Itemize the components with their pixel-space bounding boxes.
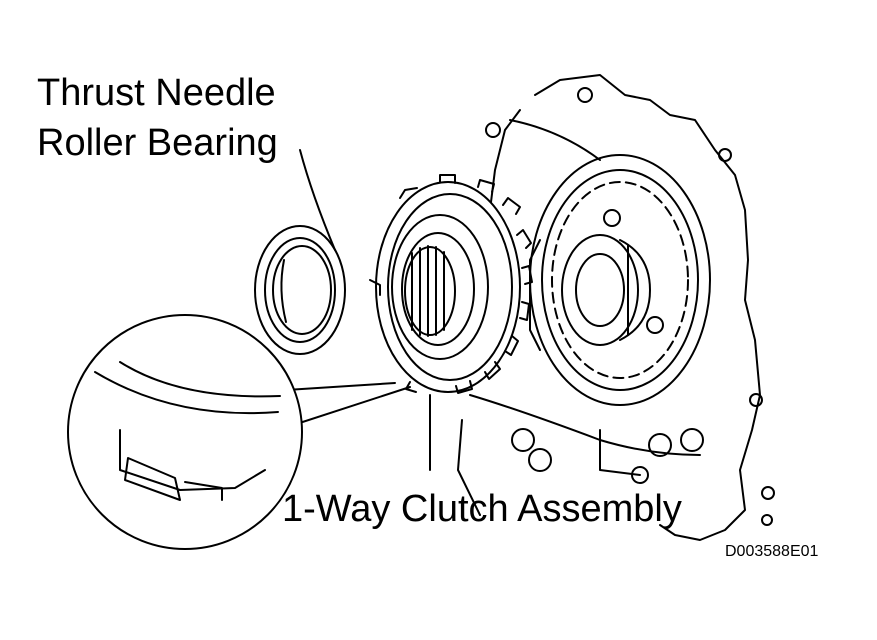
transmission-case: [457, 74, 775, 541]
clutch-drum: [529, 154, 711, 406]
bearing-label-line2: Roller Bearing: [37, 122, 278, 164]
bearing-label-line1: Thrust Needle: [37, 72, 276, 114]
clutch-label: 1-Way Clutch Assembly: [282, 488, 682, 530]
figure-code: D003588E01: [725, 543, 819, 560]
one-way-clutch-assembly: [369, 174, 533, 394]
thrust-needle-roller-bearing: [254, 225, 346, 355]
detail-zoom-circle: [67, 314, 303, 550]
